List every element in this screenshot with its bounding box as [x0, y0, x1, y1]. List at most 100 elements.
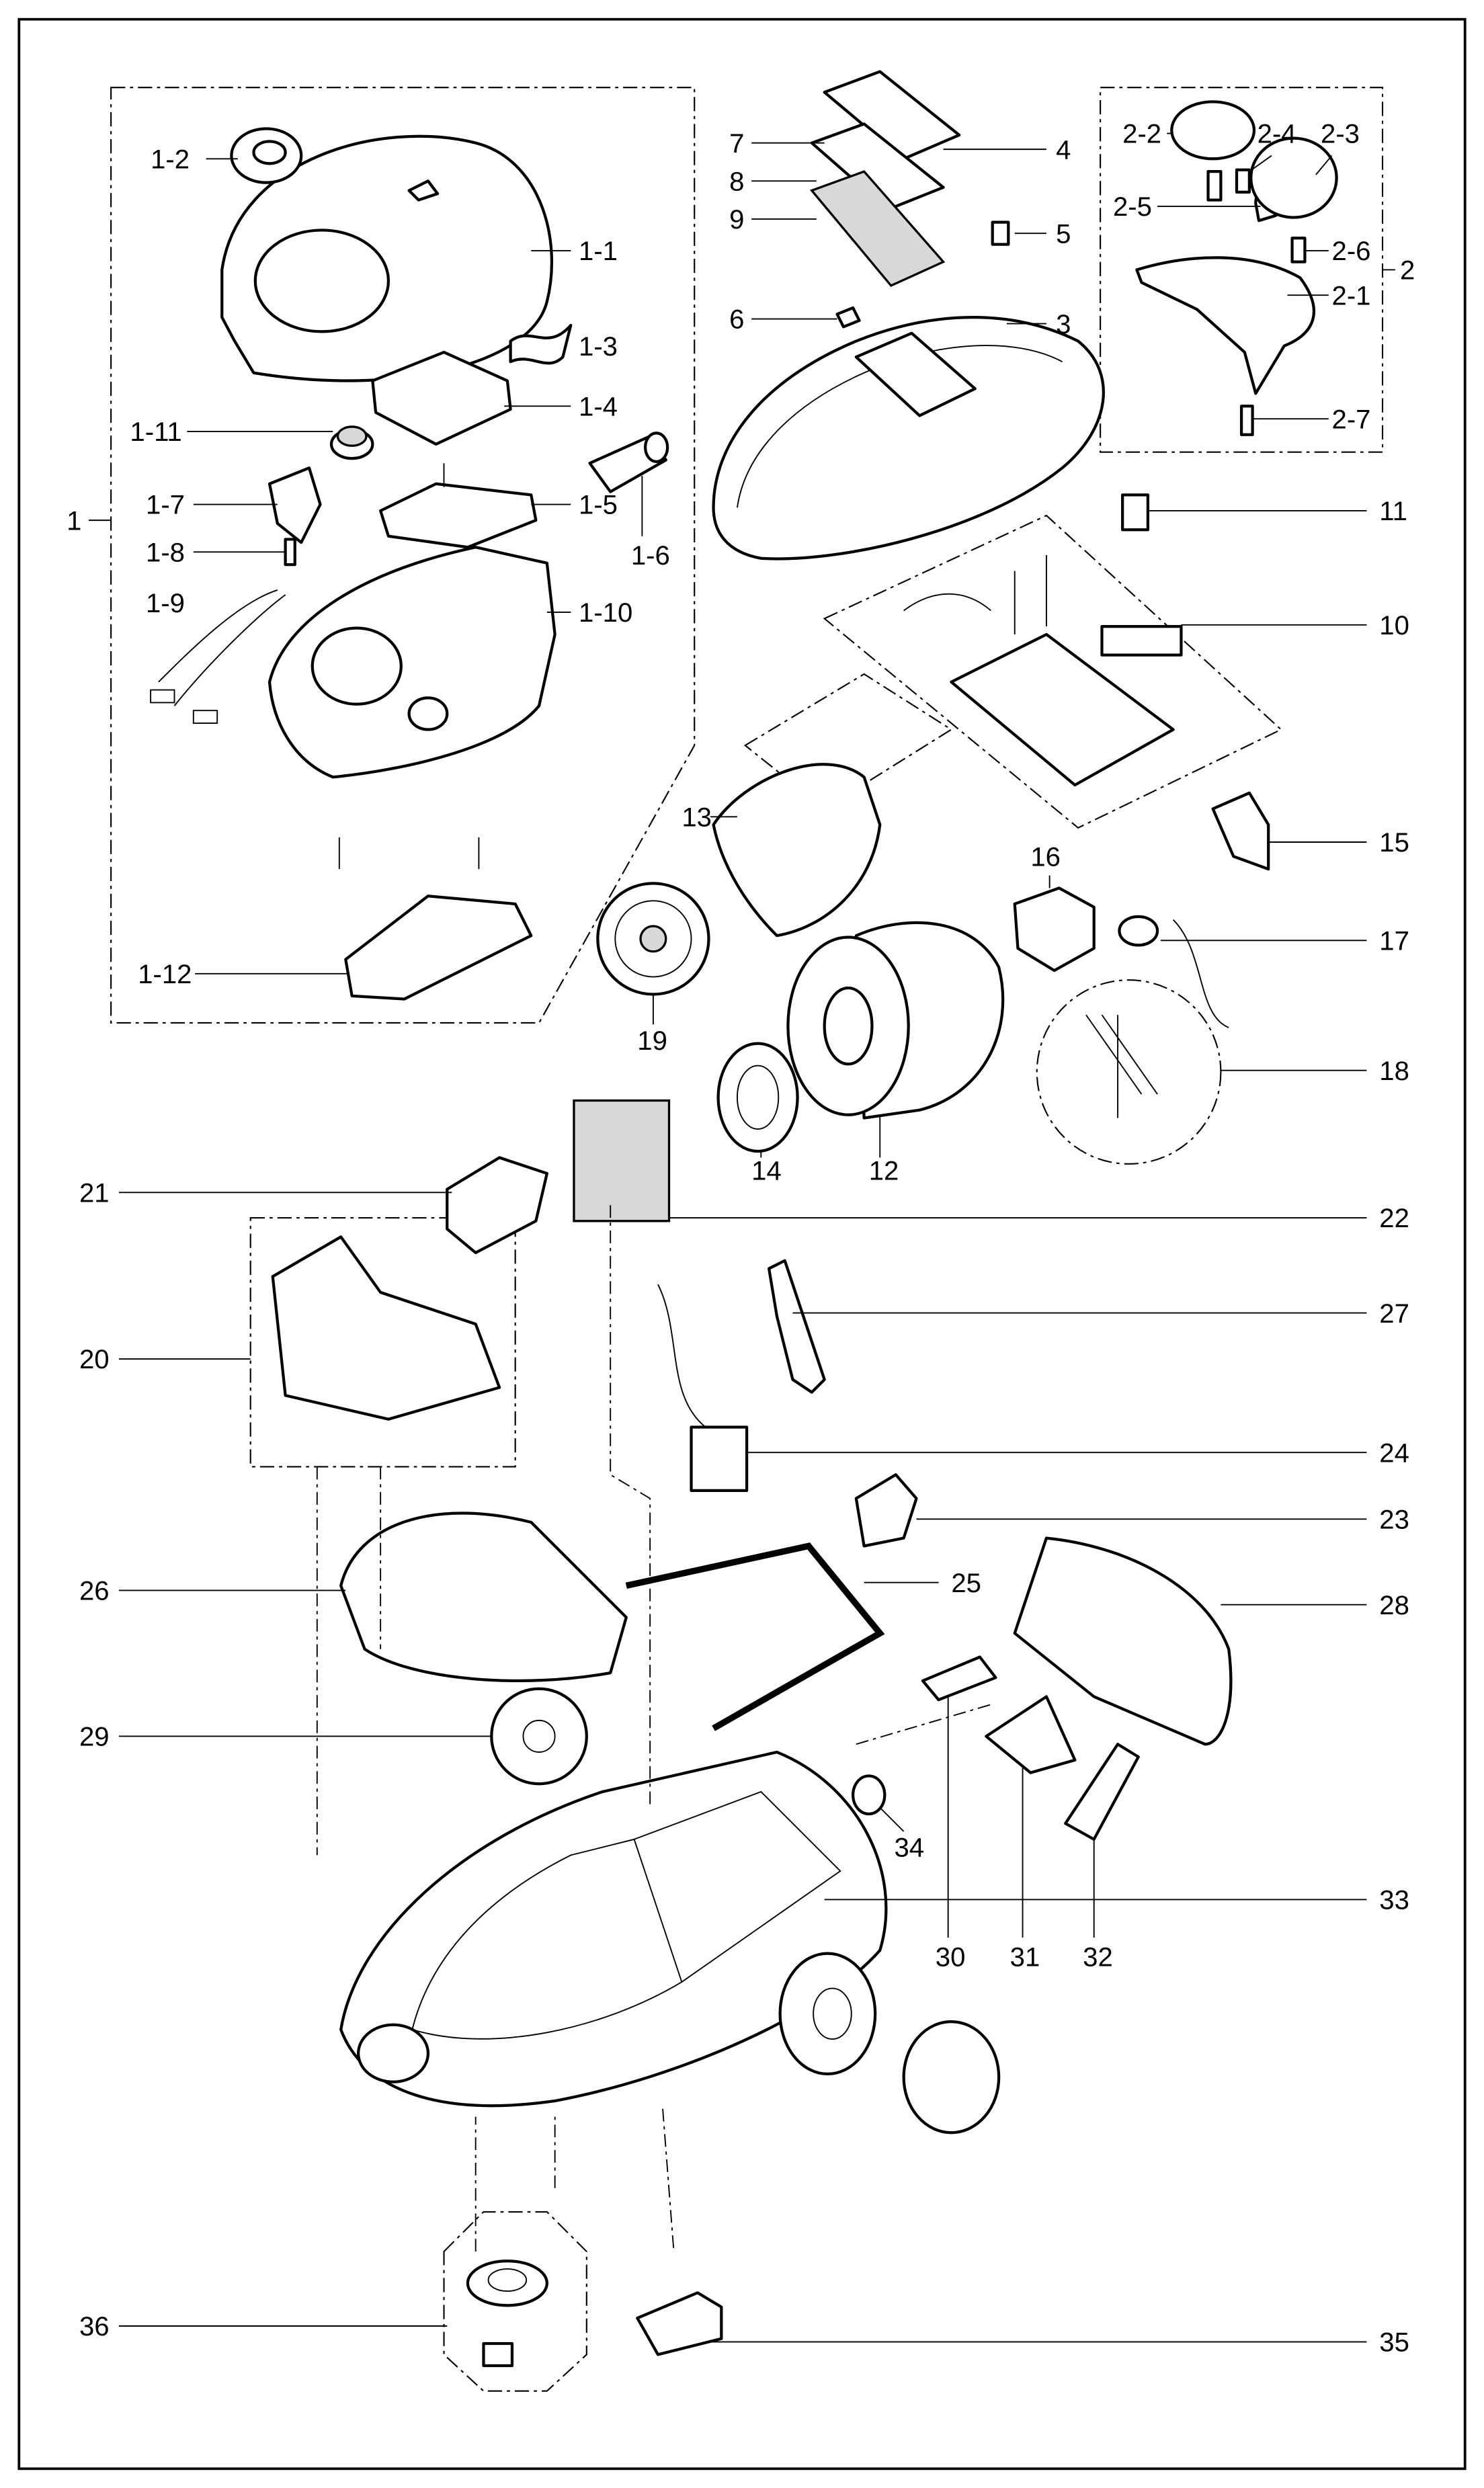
callout-label-19: 19: [637, 1026, 667, 1056]
bracket-15: [1211, 791, 1270, 871]
leader-line-2-3: [1315, 155, 1333, 175]
callout-label-8: 8: [729, 167, 744, 196]
wiring-1-9: [150, 589, 286, 724]
motor-cover-13: [712, 763, 882, 938]
callout-label-27: 27: [1379, 1299, 1409, 1329]
callout-label-1-3: 1-3: [579, 332, 618, 362]
bag-holder-21: [446, 1156, 548, 1255]
bushing-34: [852, 1774, 887, 1816]
wiring-18: [1085, 1014, 1158, 1118]
tool-31: [985, 1695, 1077, 1774]
callout-label-1-10: 1-10: [579, 598, 632, 628]
leader-line-34: [879, 1807, 905, 1832]
pin-2-4: [1235, 168, 1251, 194]
ring-1-2: [230, 127, 303, 184]
bracket-16: [1013, 886, 1096, 972]
clip-6: [835, 306, 861, 329]
nozzle-23: [854, 1473, 918, 1548]
spring-2-6: [1290, 237, 1307, 263]
cover-plate-1-5: [379, 482, 538, 549]
callout-label-20: 20: [79, 1345, 110, 1374]
callout-label-11: 11: [1379, 497, 1407, 526]
assembly-lines: [316, 1205, 991, 2252]
cap-2-3: [1249, 136, 1338, 219]
shutter-1-7: [267, 466, 322, 544]
callout-label-28: 28: [1379, 1591, 1409, 1620]
callout-label-24: 24: [1379, 1438, 1409, 1468]
callout-label-16: 16: [1030, 842, 1061, 872]
callout-label-1-8: 1-8: [146, 538, 185, 567]
callout-label-1-5: 1-5: [579, 491, 618, 520]
callout-label-2-1: 2-1: [1332, 281, 1371, 310]
callout-label-1-1: 1-1: [579, 237, 618, 266]
callout-label-10: 10: [1379, 611, 1409, 640]
callout-label-3: 3: [1056, 310, 1071, 339]
group-36-box: [443, 2211, 587, 2392]
callout-label-35: 35: [1379, 2328, 1409, 2358]
callout-label-13: 13: [682, 802, 712, 832]
wheel-29: [490, 1687, 588, 1786]
callout-label-18: 18: [1379, 1056, 1409, 1086]
callout-label-9: 9: [729, 205, 744, 235]
gasket-14: [716, 1042, 799, 1153]
latch-2-7: [1239, 405, 1254, 436]
upper-body-3: [712, 316, 1105, 561]
callout-label-2-3: 2-3: [1321, 120, 1360, 149]
callout-label-23: 23: [1379, 1505, 1409, 1534]
callout-label-2: 2: [1400, 256, 1415, 286]
brush-30: [921, 1655, 997, 1702]
group-18-circle: [1036, 979, 1222, 1165]
filter-pad-22: [573, 1099, 671, 1222]
callout-label-30: 30: [936, 1943, 966, 1973]
callout-label-33: 33: [1379, 1886, 1409, 1915]
callout-label-12: 12: [869, 1156, 899, 1186]
thermo-11: [1121, 493, 1150, 532]
motor-12: [786, 921, 1005, 1120]
housing-1-10: [267, 546, 556, 779]
shell-2-1: [1135, 256, 1316, 395]
spring-2-5: [1206, 170, 1223, 202]
callout-label-7: 7: [729, 129, 744, 159]
top-cover-1-1: [220, 134, 553, 382]
callout-label-2-7: 2-7: [1332, 405, 1371, 434]
rear-wheel: [778, 1952, 877, 2076]
group-10-box: [823, 514, 1282, 829]
callout-label-31: 31: [1010, 1943, 1040, 1973]
filter-9: [810, 170, 946, 288]
lid-28: [1013, 1536, 1233, 1746]
group-20-box: [249, 1217, 516, 1468]
callout-label-1-12: 1-12: [138, 960, 192, 989]
crevice-tool-32: [1064, 1743, 1140, 1841]
callout-label-14: 14: [751, 1156, 782, 1186]
leader-line-2-4: [1249, 155, 1272, 172]
grommet-5: [991, 220, 1010, 246]
lever-27: [767, 1259, 826, 1394]
callout-label-2-6: 2-6: [1332, 237, 1371, 266]
wheel-cap: [902, 2020, 1001, 2134]
main-body-33: [339, 1750, 888, 2108]
castor-36: [466, 2259, 548, 2368]
callout-label-2-2: 2-2: [1122, 120, 1161, 149]
spring-1-6: [588, 431, 669, 493]
callout-label-36: 36: [79, 2312, 110, 2341]
callout-label-1-6: 1-6: [631, 541, 670, 571]
thermo-17: [1118, 915, 1229, 1028]
border-frame: [17, 17, 1467, 2471]
callout-label-21: 21: [79, 1178, 110, 1208]
callout-label-1-9: 1-9: [146, 589, 185, 618]
callout-label-5: 5: [1056, 219, 1071, 249]
handle-frame-26: [339, 1511, 628, 1682]
callout-label-29: 29: [79, 1723, 110, 1752]
callout-label-1-2: 1-2: [151, 144, 190, 174]
callout-label-2-5: 2-5: [1113, 192, 1152, 222]
callout-label-4: 4: [1056, 135, 1071, 165]
button-2-2: [1170, 100, 1256, 161]
switch-24: [657, 1284, 749, 1492]
callout-label-26: 26: [79, 1577, 110, 1606]
callout-label-1-11: 1-11: [130, 417, 181, 447]
callout-label-25: 25: [951, 1569, 981, 1598]
callout-label-34: 34: [894, 1833, 924, 1863]
callout-label-6: 6: [729, 305, 744, 335]
